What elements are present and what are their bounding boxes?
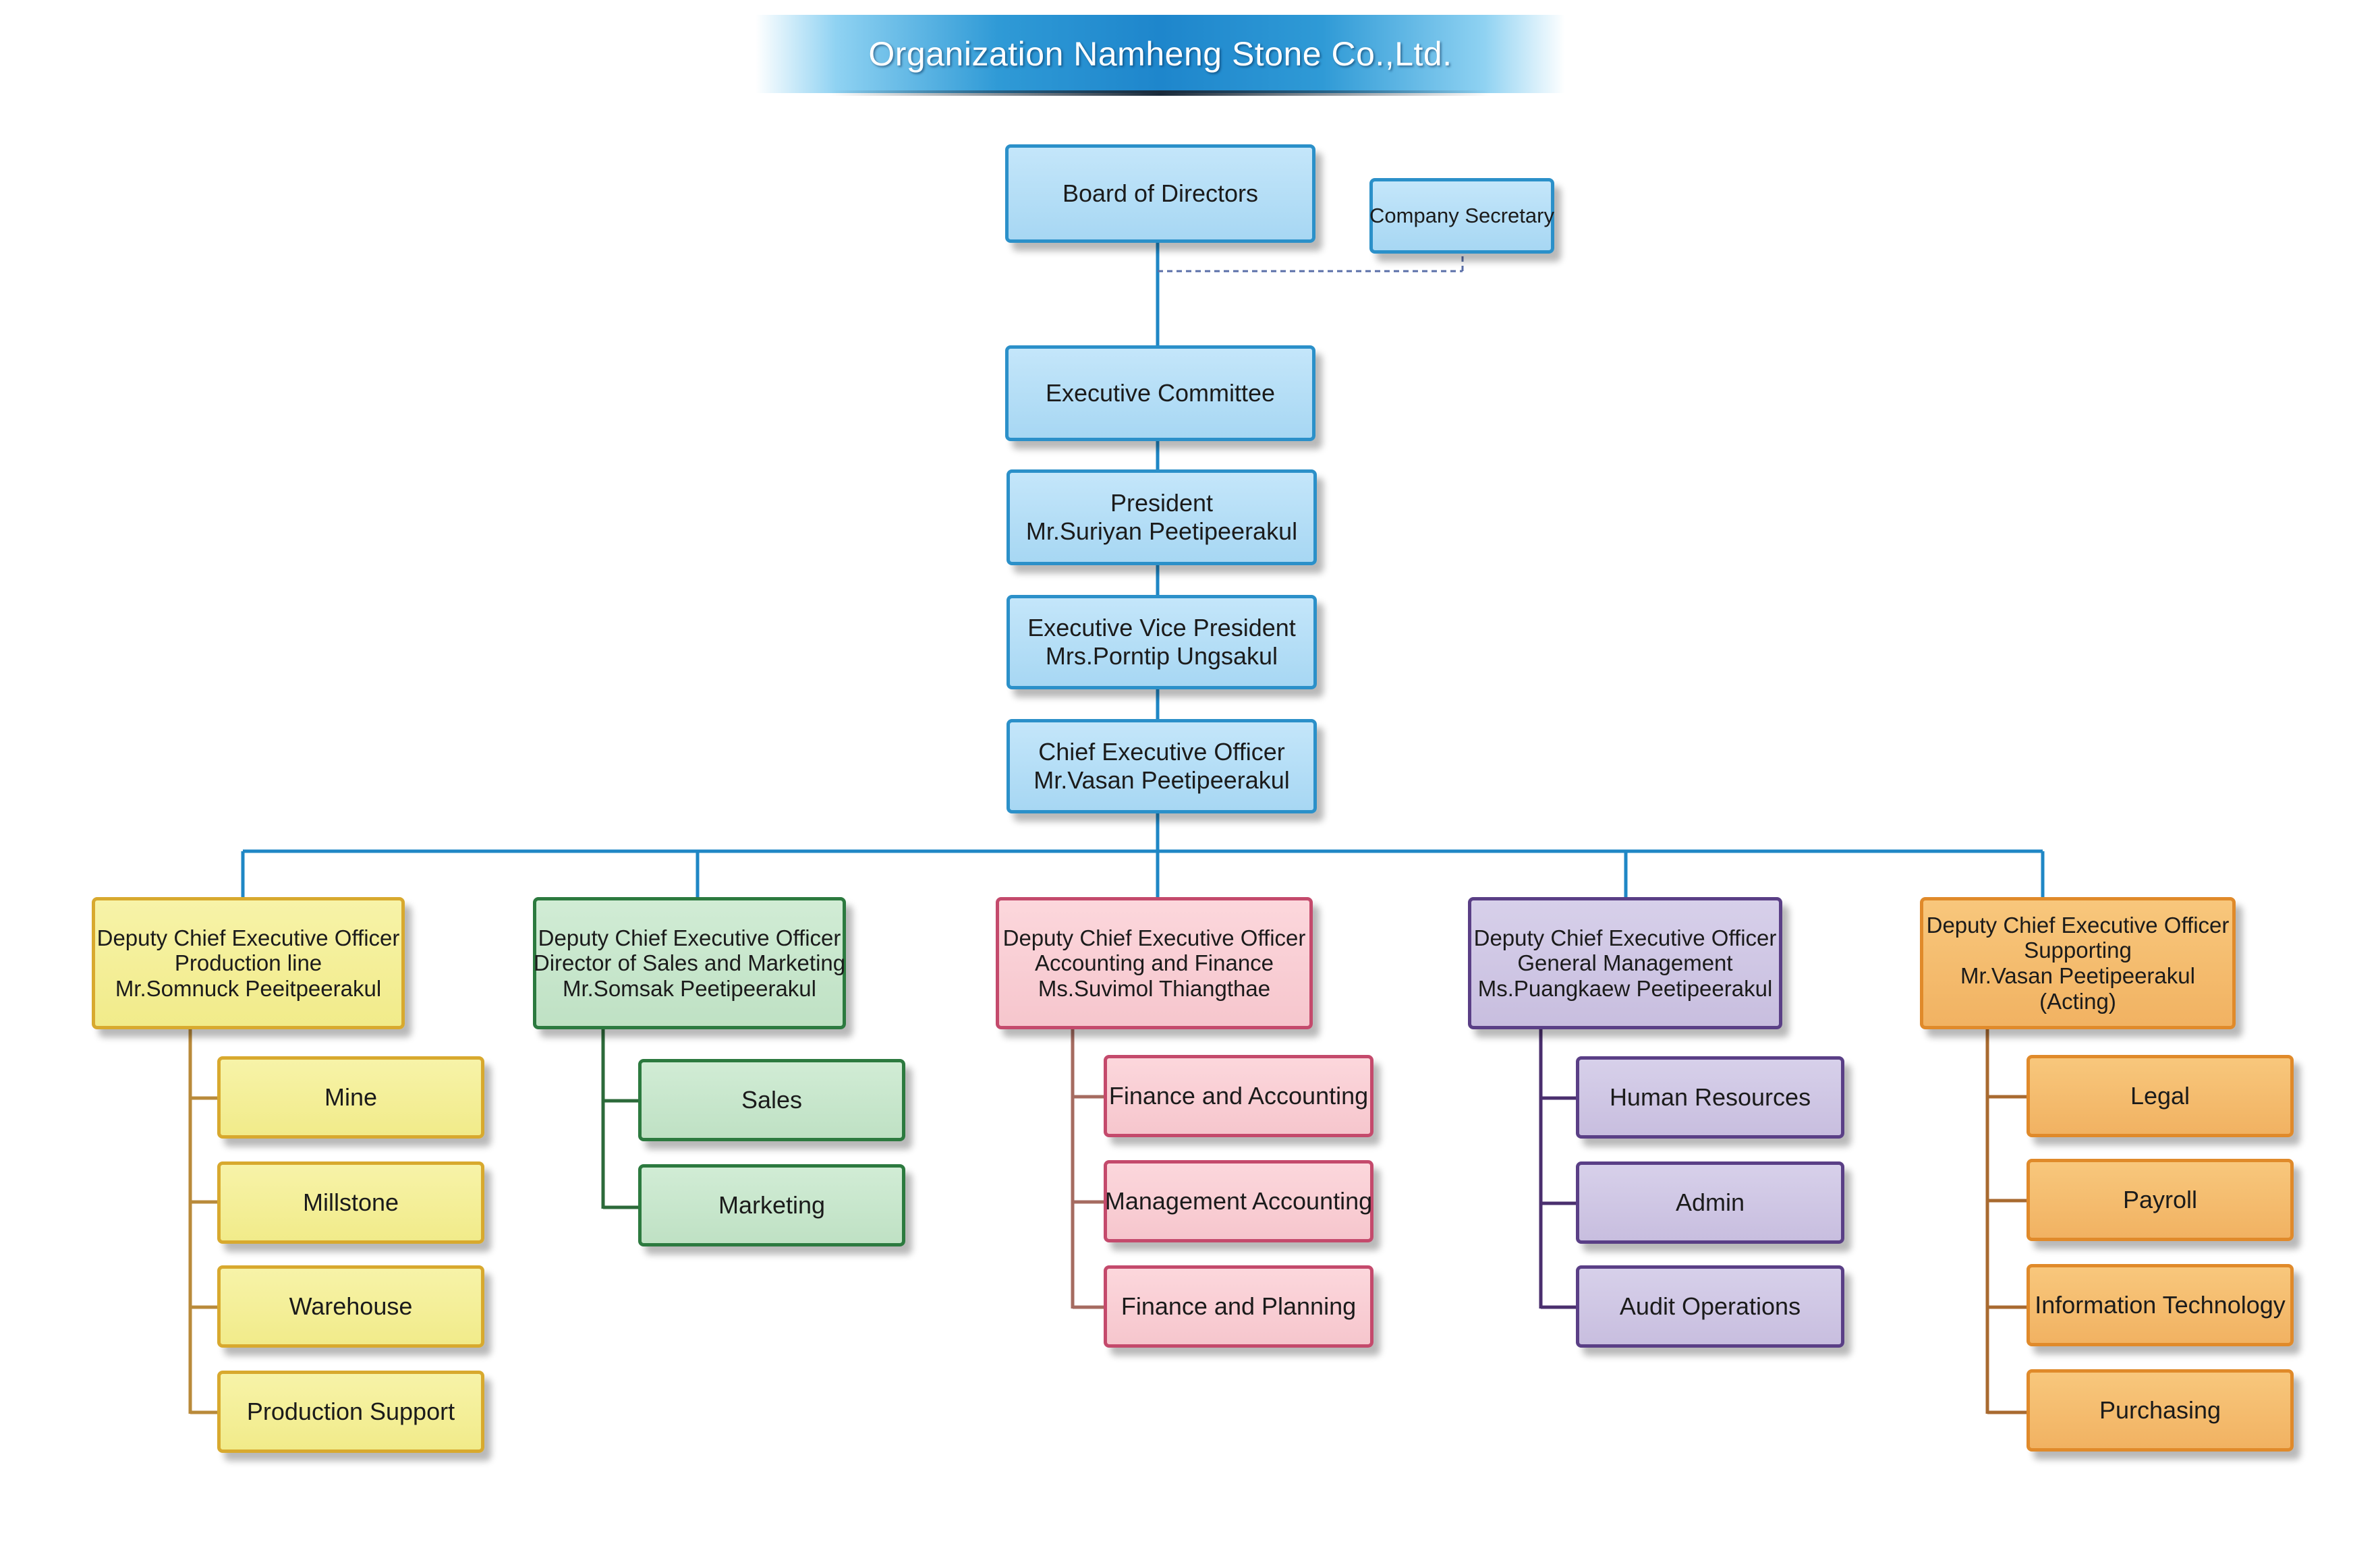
president-role: President	[1110, 488, 1214, 517]
unit-human-resources-box: Human Resources	[1576, 1056, 1844, 1139]
division-line: Director of Sales and Marketing	[533, 950, 846, 976]
division-line: Ms.Suvimol Thiangthae	[1038, 975, 1271, 1001]
unit-audit-operations-box: Audit Operations	[1576, 1265, 1844, 1348]
unit-millstone-box: Millstone	[217, 1161, 484, 1244]
president-box: President Mr.Suriyan Peetipeerakul	[1007, 469, 1317, 565]
ceo-role: Chief Executive Officer	[1038, 737, 1285, 766]
unit-information-technology-box: Information Technology	[2027, 1264, 2294, 1346]
division-production-box: Deputy Chief Executive Officer Productio…	[92, 897, 405, 1029]
unit-label: Audit Operations	[1619, 1292, 1801, 1320]
division-5-connectors	[1985, 1029, 2027, 1414]
unit-mine-box: Mine	[217, 1056, 484, 1139]
unit-label: Marketing	[718, 1190, 826, 1219]
division-line: (Acting)	[2039, 988, 2116, 1014]
secretary-label: Company Secretary	[1369, 204, 1554, 228]
division-line: Deputy Chief Executive Officer	[1002, 925, 1306, 950]
ceo-name: Mr.Vasan Peetipeerakul	[1033, 766, 1290, 794]
unit-purchasing-box: Purchasing	[2027, 1369, 2294, 1452]
unit-label: Management Accounting	[1104, 1186, 1373, 1215]
executive-vice-president-box: Executive Vice President Mrs.Porntip Ung…	[1007, 595, 1317, 689]
division-general-management-box: Deputy Chief Executive Officer General M…	[1468, 897, 1782, 1029]
unit-production-support-box: Production Support	[217, 1371, 484, 1453]
executive-committee-box: Executive Committee	[1005, 345, 1315, 441]
unit-label: Production Support	[246, 1397, 455, 1425]
unit-marketing-box: Marketing	[638, 1164, 905, 1246]
unit-label: Warehouse	[289, 1292, 413, 1320]
division-line: Production line	[174, 950, 322, 976]
unit-payroll-box: Payroll	[2027, 1159, 2294, 1241]
unit-admin-box: Admin	[1576, 1161, 1844, 1244]
division-sales-marketing-box: Deputy Chief Executive Officer Director …	[533, 897, 846, 1029]
evp-role: Executive Vice President	[1027, 613, 1296, 641]
division-line: Accounting and Finance	[1034, 950, 1274, 976]
unit-label: Millstone	[302, 1188, 399, 1216]
unit-label: Sales	[741, 1085, 803, 1114]
division-line: Mr.Somsak Peetipeerakul	[562, 975, 816, 1001]
unit-label: Mine	[324, 1083, 378, 1111]
chief-executive-officer-box: Chief Executive Officer Mr.Vasan Peetipe…	[1007, 719, 1317, 813]
unit-label: Legal	[2130, 1081, 2190, 1110]
division-supporting-box: Deputy Chief Executive Officer Supportin…	[1920, 897, 2236, 1029]
division-1-connectors	[188, 1029, 217, 1414]
division-4-connectors	[1539, 1029, 1576, 1309]
unit-label: Human Resources	[1609, 1083, 1811, 1111]
division-accounting-finance-box: Deputy Chief Executive Officer Accountin…	[996, 897, 1313, 1029]
unit-warehouse-box: Warehouse	[217, 1265, 484, 1348]
title-underline	[830, 90, 1491, 96]
division-line: Deputy Chief Executive Officer	[1473, 925, 1777, 950]
division-line: Mr.Somnuck Peeitpeerakul	[115, 975, 382, 1001]
board-label: Board of Directors	[1062, 179, 1259, 207]
evp-name: Mrs.Porntip Ungsakul	[1045, 642, 1278, 670]
board-of-directors-box: Board of Directors	[1005, 144, 1315, 243]
division-line: Supporting	[2024, 938, 2132, 963]
unit-label: Admin	[1675, 1188, 1745, 1216]
division-line: Deputy Chief Executive Officer	[96, 925, 400, 950]
unit-label: Finance and Planning	[1121, 1292, 1357, 1320]
division-line: Mr.Vasan Peetipeerakul	[1960, 963, 2195, 988]
executive-committee-label: Executive Committee	[1045, 378, 1276, 407]
unit-sales-box: Sales	[638, 1059, 905, 1141]
division-line: General Management	[1517, 950, 1733, 976]
unit-label: Payroll	[2122, 1185, 2198, 1213]
unit-label: Purchasing	[2099, 1396, 2221, 1424]
division-line: Deputy Chief Executive Officer	[538, 925, 841, 950]
unit-management-accounting-box: Management Accounting	[1104, 1160, 1373, 1242]
division-line: Deputy Chief Executive Officer	[1926, 912, 2230, 938]
unit-legal-box: Legal	[2027, 1055, 2294, 1137]
unit-finance-accounting-box: Finance and Accounting	[1104, 1055, 1373, 1137]
unit-label: Information Technology	[2035, 1290, 2286, 1319]
company-secretary-box: Company Secretary	[1369, 178, 1554, 254]
president-name: Mr.Suriyan Peetipeerakul	[1025, 517, 1298, 545]
division-line: Ms.Puangkaew Peetipeerakul	[1477, 975, 1773, 1001]
unit-finance-planning-box: Finance and Planning	[1104, 1265, 1373, 1348]
division-3-connectors	[1071, 1029, 1104, 1309]
unit-label: Finance and Accounting	[1108, 1081, 1369, 1110]
title-banner: Organization Namheng Stone Co.,Ltd.	[756, 15, 1565, 93]
division-2-connectors	[601, 1029, 638, 1209]
page-title: Organization Namheng Stone Co.,Ltd.	[868, 35, 1452, 73]
